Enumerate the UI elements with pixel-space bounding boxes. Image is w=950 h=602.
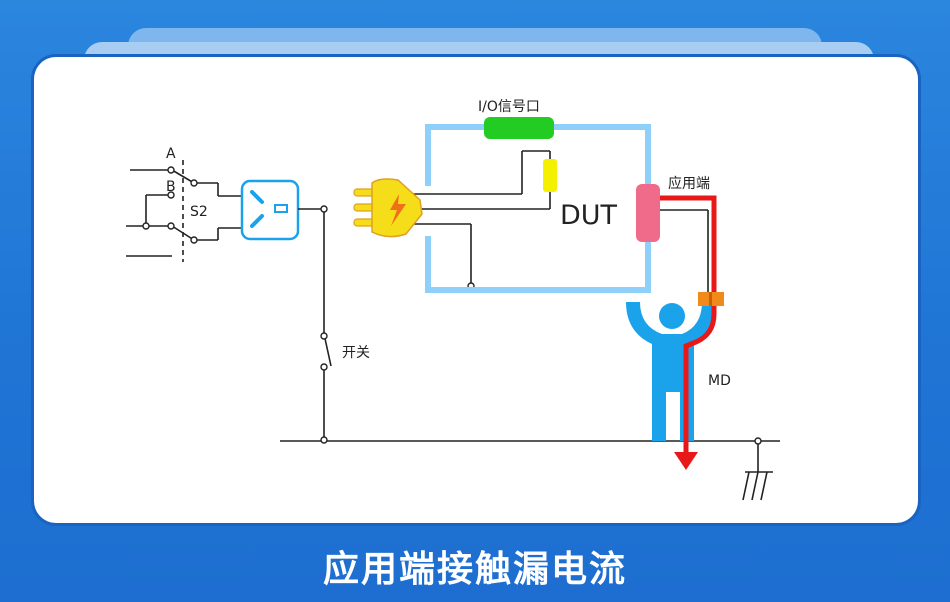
label-a: A bbox=[166, 146, 176, 162]
label-io-port: I/O信号口 bbox=[478, 99, 540, 115]
label-dut: DUT bbox=[560, 200, 618, 231]
person-icon bbox=[626, 302, 716, 441]
io-port bbox=[484, 117, 554, 139]
label-md: MD bbox=[708, 373, 731, 389]
leakage-current-path bbox=[660, 195, 717, 458]
label-application-end: 应用端 bbox=[668, 175, 710, 192]
label-switch: 开关 bbox=[342, 345, 370, 361]
ground-symbol-icon bbox=[742, 471, 773, 501]
application-connector bbox=[636, 184, 660, 242]
wiring bbox=[280, 150, 780, 472]
md-block-divider bbox=[709, 292, 712, 306]
label-b: B bbox=[166, 179, 176, 195]
switch-contacts bbox=[142, 166, 198, 244]
caption-title: 应用端接触漏电流 bbox=[322, 549, 627, 590]
switch-s2 bbox=[126, 160, 242, 262]
signal-block bbox=[543, 159, 557, 192]
leakage-arrow-head bbox=[674, 452, 698, 470]
label-s2: S2 bbox=[190, 204, 208, 220]
socket-icon bbox=[240, 179, 300, 241]
plug-icon bbox=[353, 178, 423, 238]
